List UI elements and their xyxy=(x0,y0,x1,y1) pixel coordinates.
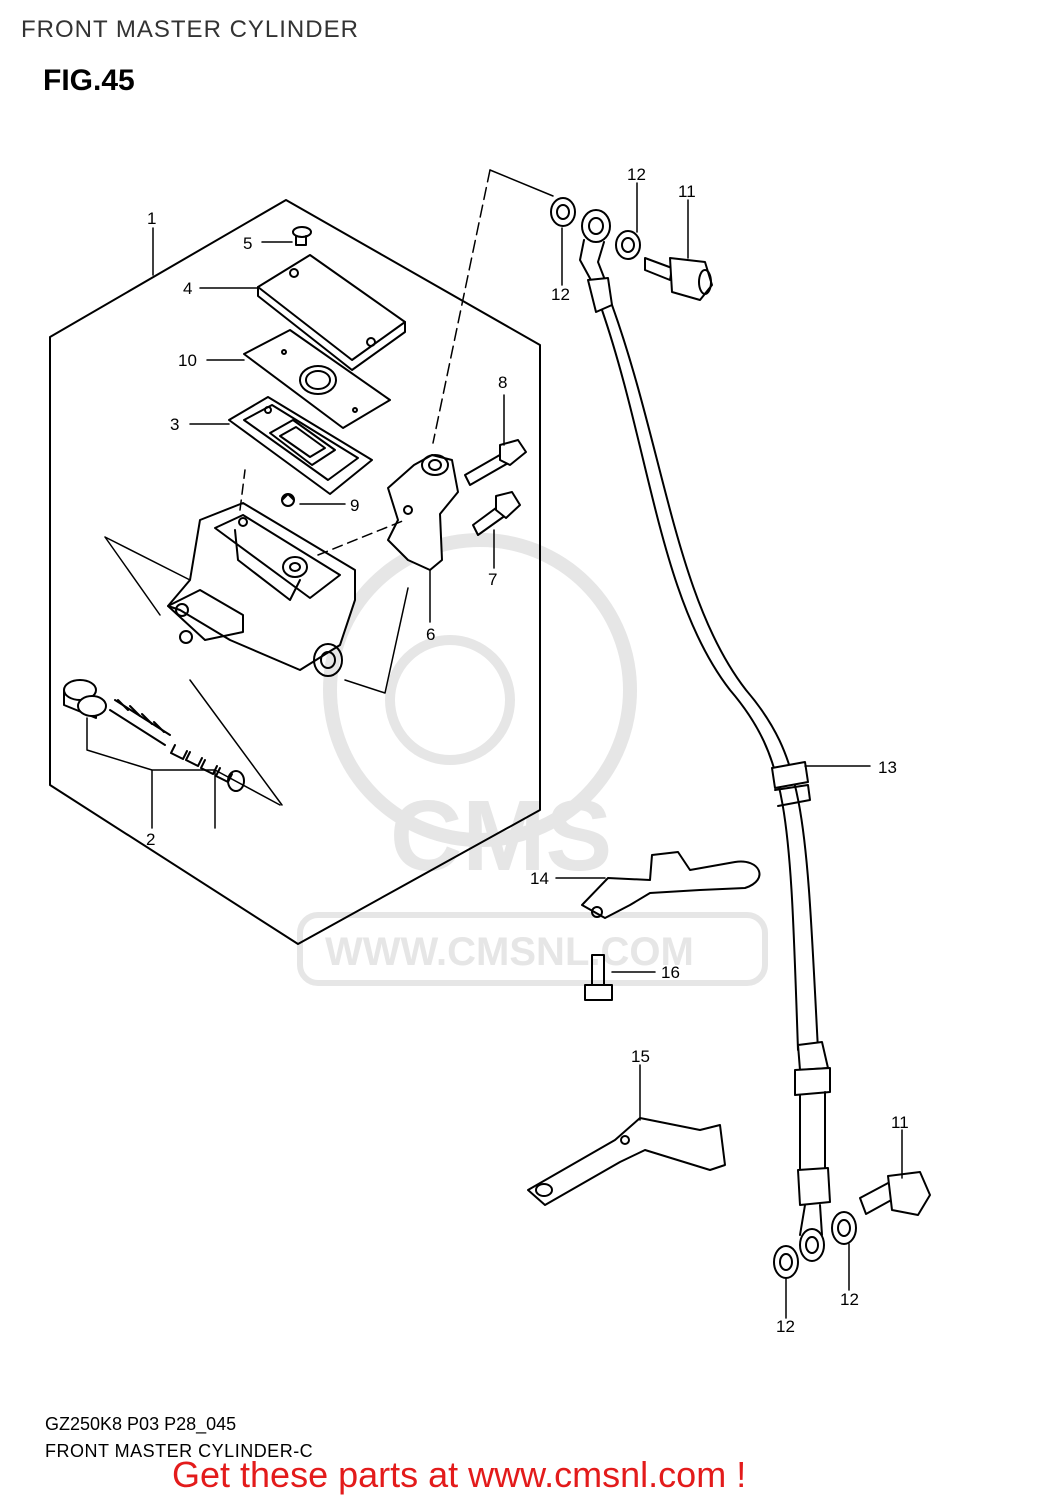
callout-12-upper-left: 12 xyxy=(551,285,570,304)
callout-11-upper: 11 xyxy=(678,182,696,201)
clamp-screw xyxy=(584,954,613,1001)
upper-washer-2 xyxy=(615,230,641,260)
callout-5: 5 xyxy=(243,234,252,253)
callout-1: 1 xyxy=(147,209,156,228)
leader-lines xyxy=(86,182,903,1319)
hose-bracket xyxy=(527,1117,726,1206)
callout-labels: 1 2 3 4 5 6 7 8 9 10 11 11 12 12 12 12 1… xyxy=(146,165,909,1336)
assembly-frame xyxy=(49,199,541,945)
upper-union-bolt xyxy=(644,257,713,301)
piston-kit xyxy=(63,679,245,792)
callout-15: 15 xyxy=(631,1047,650,1066)
lever-holder xyxy=(387,454,459,571)
callout-10: 10 xyxy=(178,351,197,370)
bolt-8 xyxy=(464,439,527,486)
bolt-7 xyxy=(472,491,521,536)
hose-clamp xyxy=(581,851,761,919)
callout-4: 4 xyxy=(183,279,192,298)
clip xyxy=(281,493,295,507)
lower-washer xyxy=(773,1245,799,1279)
callout-13: 13 xyxy=(878,758,897,777)
callout-2: 2 xyxy=(146,830,155,849)
watermark: CMS WWW.CMSNL.COM xyxy=(297,533,768,986)
lower-union-bolt xyxy=(859,1171,931,1216)
diagram-caption: FRONT MASTER CYLINDER-C xyxy=(45,1441,314,1461)
callout-12-upper-right: 12 xyxy=(627,165,646,184)
callout-9: 9 xyxy=(350,496,359,515)
reservoir-cap xyxy=(257,254,406,371)
diagram-code: GZ250K8 P03 P28_045 xyxy=(45,1414,237,1434)
reference-dashed xyxy=(432,169,491,444)
diaphragm xyxy=(228,396,373,495)
page-title: FRONT MASTER CYLINDER xyxy=(21,16,359,43)
callout-3: 3 xyxy=(170,415,179,434)
callout-12-lower-left: 12 xyxy=(776,1317,795,1336)
diaphragm-plate xyxy=(243,329,391,429)
callout-8: 8 xyxy=(498,373,507,392)
callout-11-lower: 11 xyxy=(891,1113,909,1132)
promo-link-text[interactable]: Get these parts at www.cmsnl.com ! xyxy=(172,1454,747,1495)
callout-16: 16 xyxy=(661,963,680,982)
reference-lines xyxy=(104,536,283,806)
callout-6: 6 xyxy=(426,625,435,644)
lower-washer-2 xyxy=(831,1211,857,1245)
master-cylinder-body xyxy=(167,502,356,677)
callout-14: 14 xyxy=(530,869,549,888)
callout-7: 7 xyxy=(488,570,497,589)
upper-washer xyxy=(550,197,576,227)
brake-hose xyxy=(601,304,831,1206)
cap-screw xyxy=(292,226,312,246)
callout-12-lower-right: 12 xyxy=(840,1290,859,1309)
figure-number: FIG.45 xyxy=(43,64,135,97)
watermark-url-text: WWW.CMSNL.COM xyxy=(325,930,694,974)
lower-banjo-fitting xyxy=(799,1204,825,1262)
upper-banjo-fitting xyxy=(579,209,613,313)
